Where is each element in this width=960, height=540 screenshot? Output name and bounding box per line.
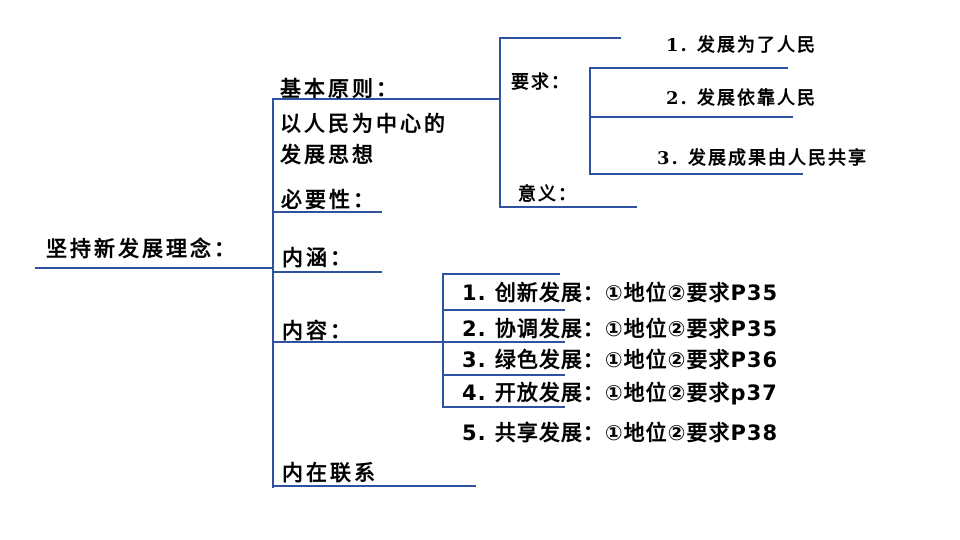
requirement-item-2: 2. 发展依靠人民	[666, 88, 818, 109]
content-trunk	[442, 273, 444, 408]
content-item-1: 1. 创新发展：①地位②要求P35	[462, 281, 779, 305]
root-line	[35, 267, 274, 269]
content-line-4	[442, 374, 565, 376]
content-label: 内容：	[282, 318, 354, 343]
requirement-label: 要求：	[511, 72, 571, 93]
content-item-4: 4. 开放发展：①地位②要求p37	[462, 381, 778, 405]
content-item-5: 5. 共享发展：①地位②要求P38	[462, 421, 779, 445]
necessity-line	[272, 211, 382, 213]
content-line	[272, 341, 443, 343]
principle-trunk	[499, 37, 501, 208]
principle-body-2: 发展思想	[280, 142, 376, 167]
connotation-label: 内涵：	[282, 245, 354, 270]
content-line-5	[442, 406, 565, 408]
content-line-3	[442, 341, 565, 343]
main-trunk	[272, 98, 274, 488]
content-line-1	[442, 273, 560, 275]
requirement-item-1: 1. 发展为了人民	[666, 35, 818, 56]
principle-line	[272, 98, 501, 100]
necessity-label: 必要性：	[281, 187, 377, 212]
principle-title: 基本原则：	[280, 76, 400, 101]
inner-link-label: 内在联系	[282, 460, 378, 485]
content-item-3: 3. 绿色发展：①地位②要求P36	[462, 348, 779, 372]
connotation-line	[272, 271, 382, 273]
root-node: 坚持新发展理念：	[46, 236, 238, 261]
principle-top-line	[499, 37, 621, 39]
requirement-item-3: 3. 发展成果由人民共享	[657, 148, 869, 169]
content-line-2	[442, 309, 565, 311]
requirement-trunk	[589, 67, 591, 175]
inner-link-line	[272, 485, 476, 487]
req-line-1	[589, 67, 788, 69]
principle-body-1: 以人民为中心的	[280, 111, 448, 136]
req-line-3	[589, 173, 803, 175]
significance-line	[499, 206, 637, 208]
significance-label: 意义：	[518, 184, 578, 205]
content-item-2: 2. 协调发展：①地位②要求P35	[462, 317, 779, 341]
req-line-2	[589, 116, 793, 118]
